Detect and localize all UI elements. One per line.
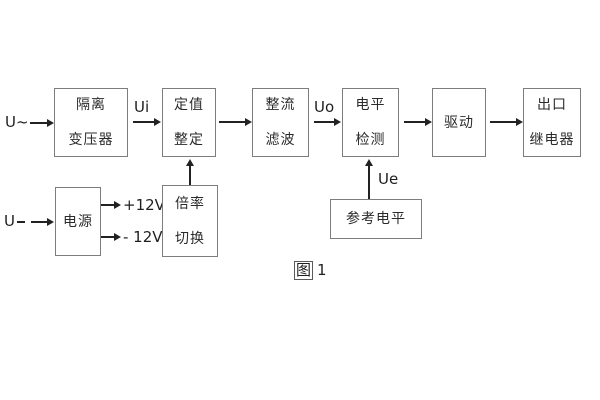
block-rectifier-filter: 整流 滤波 <box>252 88 309 157</box>
arrow-reference-to-level <box>365 159 372 199</box>
block-isolation-transformer-line2: 变压器 <box>68 132 114 148</box>
dc-dash <box>17 221 25 223</box>
arrow-isolation-to-setting <box>133 118 161 125</box>
block-ratio-switch: 倍率 切换 <box>162 185 218 257</box>
block-isolation-transformer-line1: 隔离 <box>76 97 106 113</box>
block-setting-adjust-line1: 定值 <box>174 97 204 113</box>
block-isolation-transformer: 隔离 变压器 <box>54 88 128 157</box>
block-reference-level: 参考电平 <box>330 199 422 239</box>
block-ratio-switch-line2: 切换 <box>175 230 205 247</box>
figure-caption-fig: 图 <box>294 261 314 280</box>
block-output-relay-line1: 出口 <box>537 97 567 113</box>
plus12v-label: +12V <box>123 196 165 214</box>
block-drive: 驱动 <box>432 88 486 157</box>
block-power-supply-label: 电源 <box>63 213 93 230</box>
arrow-drive-to-relay <box>490 118 523 125</box>
block-reference-level-label: 参考电平 <box>346 211 406 227</box>
dc-input-label: U <box>4 212 15 230</box>
arrow-power-minus12v <box>101 233 121 240</box>
arrow-power-plus12v <box>101 201 121 208</box>
signal-ui-label: Ui <box>134 98 150 116</box>
block-output-relay: 出口 继电器 <box>523 88 581 157</box>
block-rectifier-filter-line2: 滤波 <box>265 132 296 148</box>
arrow-setting-to-rectifier <box>219 118 252 125</box>
figure-caption-num: 1 <box>317 261 327 279</box>
arrow-rectifier-to-level <box>314 118 341 125</box>
block-rectifier-filter-line1: 整流 <box>265 97 296 113</box>
block-level-detect-line1: 电平 <box>355 97 386 113</box>
block-output-relay-line2: 继电器 <box>529 132 575 148</box>
arrow-level-to-drive <box>404 118 432 125</box>
block-power-supply: 电源 <box>55 187 101 256</box>
signal-ue-label: Ue <box>378 170 399 188</box>
signal-uo-label: Uo <box>314 98 335 116</box>
arrow-dc-to-power <box>31 218 54 225</box>
block-ratio-switch-line1: 倍率 <box>175 195 205 212</box>
block-setting-adjust: 定值 整定 <box>162 88 216 157</box>
block-level-detect-line2: 检测 <box>355 132 386 148</box>
block-drive-label: 驱动 <box>444 114 474 131</box>
ac-input-label: U~ <box>5 113 29 131</box>
arrow-ratio-to-setting <box>186 159 193 185</box>
block-level-detect: 电平 检测 <box>342 88 399 157</box>
arrow-ac-to-isolation <box>30 119 54 126</box>
minus12v-label: - 12V <box>123 228 163 246</box>
block-setting-adjust-line2: 整定 <box>174 132 204 148</box>
